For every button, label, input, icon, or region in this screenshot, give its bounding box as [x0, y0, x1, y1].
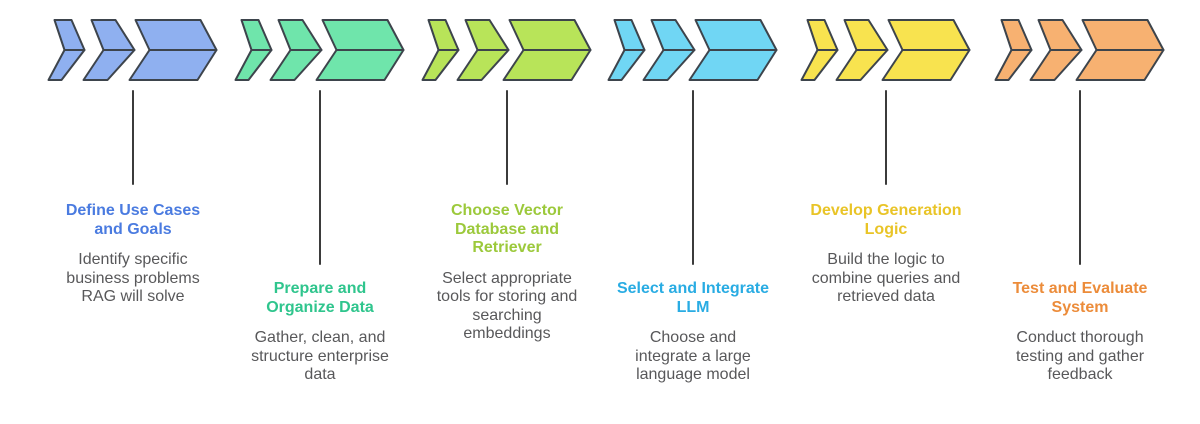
- connector-line: [132, 90, 134, 185]
- triple-chevron-arrow-right-icon: [47, 19, 218, 81]
- step-title: Develop Generation Logic: [810, 202, 962, 238]
- step-title: Choose Vector Database and Retriever: [450, 202, 564, 256]
- connector-line: [506, 90, 508, 185]
- process-step: Develop Generation Logic Build the logic…: [791, 0, 981, 424]
- connector-line: [885, 90, 887, 185]
- triple-chevron-arrow-right-icon: [234, 19, 405, 81]
- step-description: Identify specific business problems RAG …: [66, 251, 200, 305]
- step-title: Prepare and Organize Data: [266, 280, 374, 316]
- connector-line: [1079, 90, 1081, 265]
- step-text: Develop Generation Logic Build the logic…: [791, 202, 981, 307]
- triple-chevron-arrow-right-icon: [607, 19, 778, 81]
- connector-line: [692, 90, 694, 265]
- connector-line: [319, 90, 321, 265]
- process-step: Prepare and Organize Data Gather, clean,…: [225, 0, 415, 424]
- process-step: Test and Evaluate System Conduct thoroug…: [985, 0, 1175, 424]
- step-description: Gather, clean, and structure enterprise …: [251, 329, 389, 383]
- step-title: Test and Evaluate System: [1012, 280, 1148, 316]
- step-text: Choose Vector Database and Retriever Sel…: [412, 202, 602, 344]
- step-text: Select and Integrate LLM Choose and inte…: [598, 280, 788, 385]
- step-title: Select and Integrate LLM: [616, 280, 770, 316]
- process-step: Choose Vector Database and Retriever Sel…: [412, 0, 602, 424]
- process-step: Select and Integrate LLM Choose and inte…: [598, 0, 788, 424]
- step-description: Conduct thorough testing and gather feed…: [1015, 329, 1145, 383]
- step-description: Select appropriate tools for storing and…: [436, 269, 578, 343]
- triple-chevron-arrow-right-icon: [800, 19, 971, 81]
- triple-chevron-arrow-right-icon: [994, 19, 1165, 81]
- step-description: Build the logic to combine queries and r…: [811, 251, 961, 305]
- step-text: Test and Evaluate System Conduct thoroug…: [985, 280, 1175, 385]
- step-text: Define Use Cases and Goals Identify spec…: [38, 202, 228, 307]
- step-description: Choose and integrate a large language mo…: [635, 329, 751, 383]
- triple-chevron-arrow-right-icon: [421, 19, 592, 81]
- step-title: Define Use Cases and Goals: [65, 202, 201, 238]
- step-text: Prepare and Organize Data Gather, clean,…: [225, 280, 415, 385]
- process-step: Define Use Cases and Goals Identify spec…: [38, 0, 228, 424]
